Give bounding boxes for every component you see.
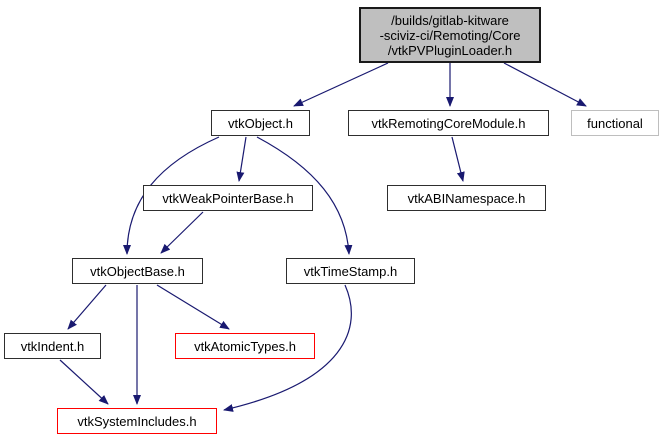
node-vtktimestamp-h[interactable]: vtkTimeStamp.h <box>286 258 415 284</box>
edge-vtkobjectbase-h-to-vtkatomictypes-h <box>156 284 230 330</box>
node-pv-plugin-loader: /builds/gitlab-kitware-sciviz-ci/Remotin… <box>359 7 541 63</box>
edge-vtkobjectbase-h-to-vtkindent-h <box>67 284 107 330</box>
node-pv-plugin-loader-label: /builds/gitlab-kitware <box>391 12 509 28</box>
edge-vtkindent-h-to-vtksystemincludes-h <box>59 359 109 405</box>
node-vtksystemincludes-h-label: vtkSystemIncludes.h <box>77 413 197 429</box>
node-vtkatomictypes-h[interactable]: vtkAtomicTypes.h <box>175 333 315 359</box>
edge-vtkobject-h-to-vtktimestamp-h <box>256 136 353 255</box>
node-vtkremotingcoremodule-h-label: vtkRemotingCoreModule.h <box>371 115 526 131</box>
node-vtkremotingcoremodule-h[interactable]: vtkRemotingCoreModule.h <box>348 110 549 136</box>
node-functional-label: functional <box>587 115 643 131</box>
node-vtkobject-h-label: vtkObject.h <box>227 115 294 131</box>
node-vtkweakpointerbase-h[interactable]: vtkWeakPointerBase.h <box>143 185 313 211</box>
edge-vtkremotingcoremodule-h-to-vtkabinamespace-h <box>451 136 465 182</box>
node-pv-plugin-loader-label: /vtkPVPluginLoader.h <box>387 42 513 58</box>
edge-pv-plugin-loader-to-functional <box>503 62 587 107</box>
edge-vtkweakpointerbase-h-to-vtkobjectbase-h <box>160 211 204 254</box>
edge-pv-plugin-loader-to-vtkobject-h <box>293 62 389 107</box>
node-vtkindent-h-label: vtkIndent.h <box>20 338 85 354</box>
node-vtktimestamp-h-label: vtkTimeStamp.h <box>303 263 398 279</box>
node-vtkobjectbase-h[interactable]: vtkObjectBase.h <box>72 258 203 284</box>
edge-vtktimestamp-h-to-vtksystemincludes-h <box>223 284 352 412</box>
edge-vtkobject-h-to-vtkweakpointerbase-h <box>236 136 247 182</box>
node-vtkabinamespace-h-label: vtkABINamespace.h <box>407 190 526 206</box>
node-pv-plugin-loader-label: -sciviz-ci/Remoting/Core <box>379 27 521 43</box>
node-vtkobjectbase-h-label: vtkObjectBase.h <box>90 263 185 279</box>
node-functional: functional <box>571 110 659 136</box>
node-vtkindent-h[interactable]: vtkIndent.h <box>4 333 101 359</box>
node-vtkabinamespace-h[interactable]: vtkABINamespace.h <box>387 185 546 211</box>
node-vtkweakpointerbase-h-label: vtkWeakPointerBase.h <box>162 190 294 206</box>
node-vtkatomictypes-h-label: vtkAtomicTypes.h <box>194 338 296 354</box>
node-vtksystemincludes-h[interactable]: vtkSystemIncludes.h <box>57 408 217 434</box>
node-vtkobject-h[interactable]: vtkObject.h <box>211 110 310 136</box>
